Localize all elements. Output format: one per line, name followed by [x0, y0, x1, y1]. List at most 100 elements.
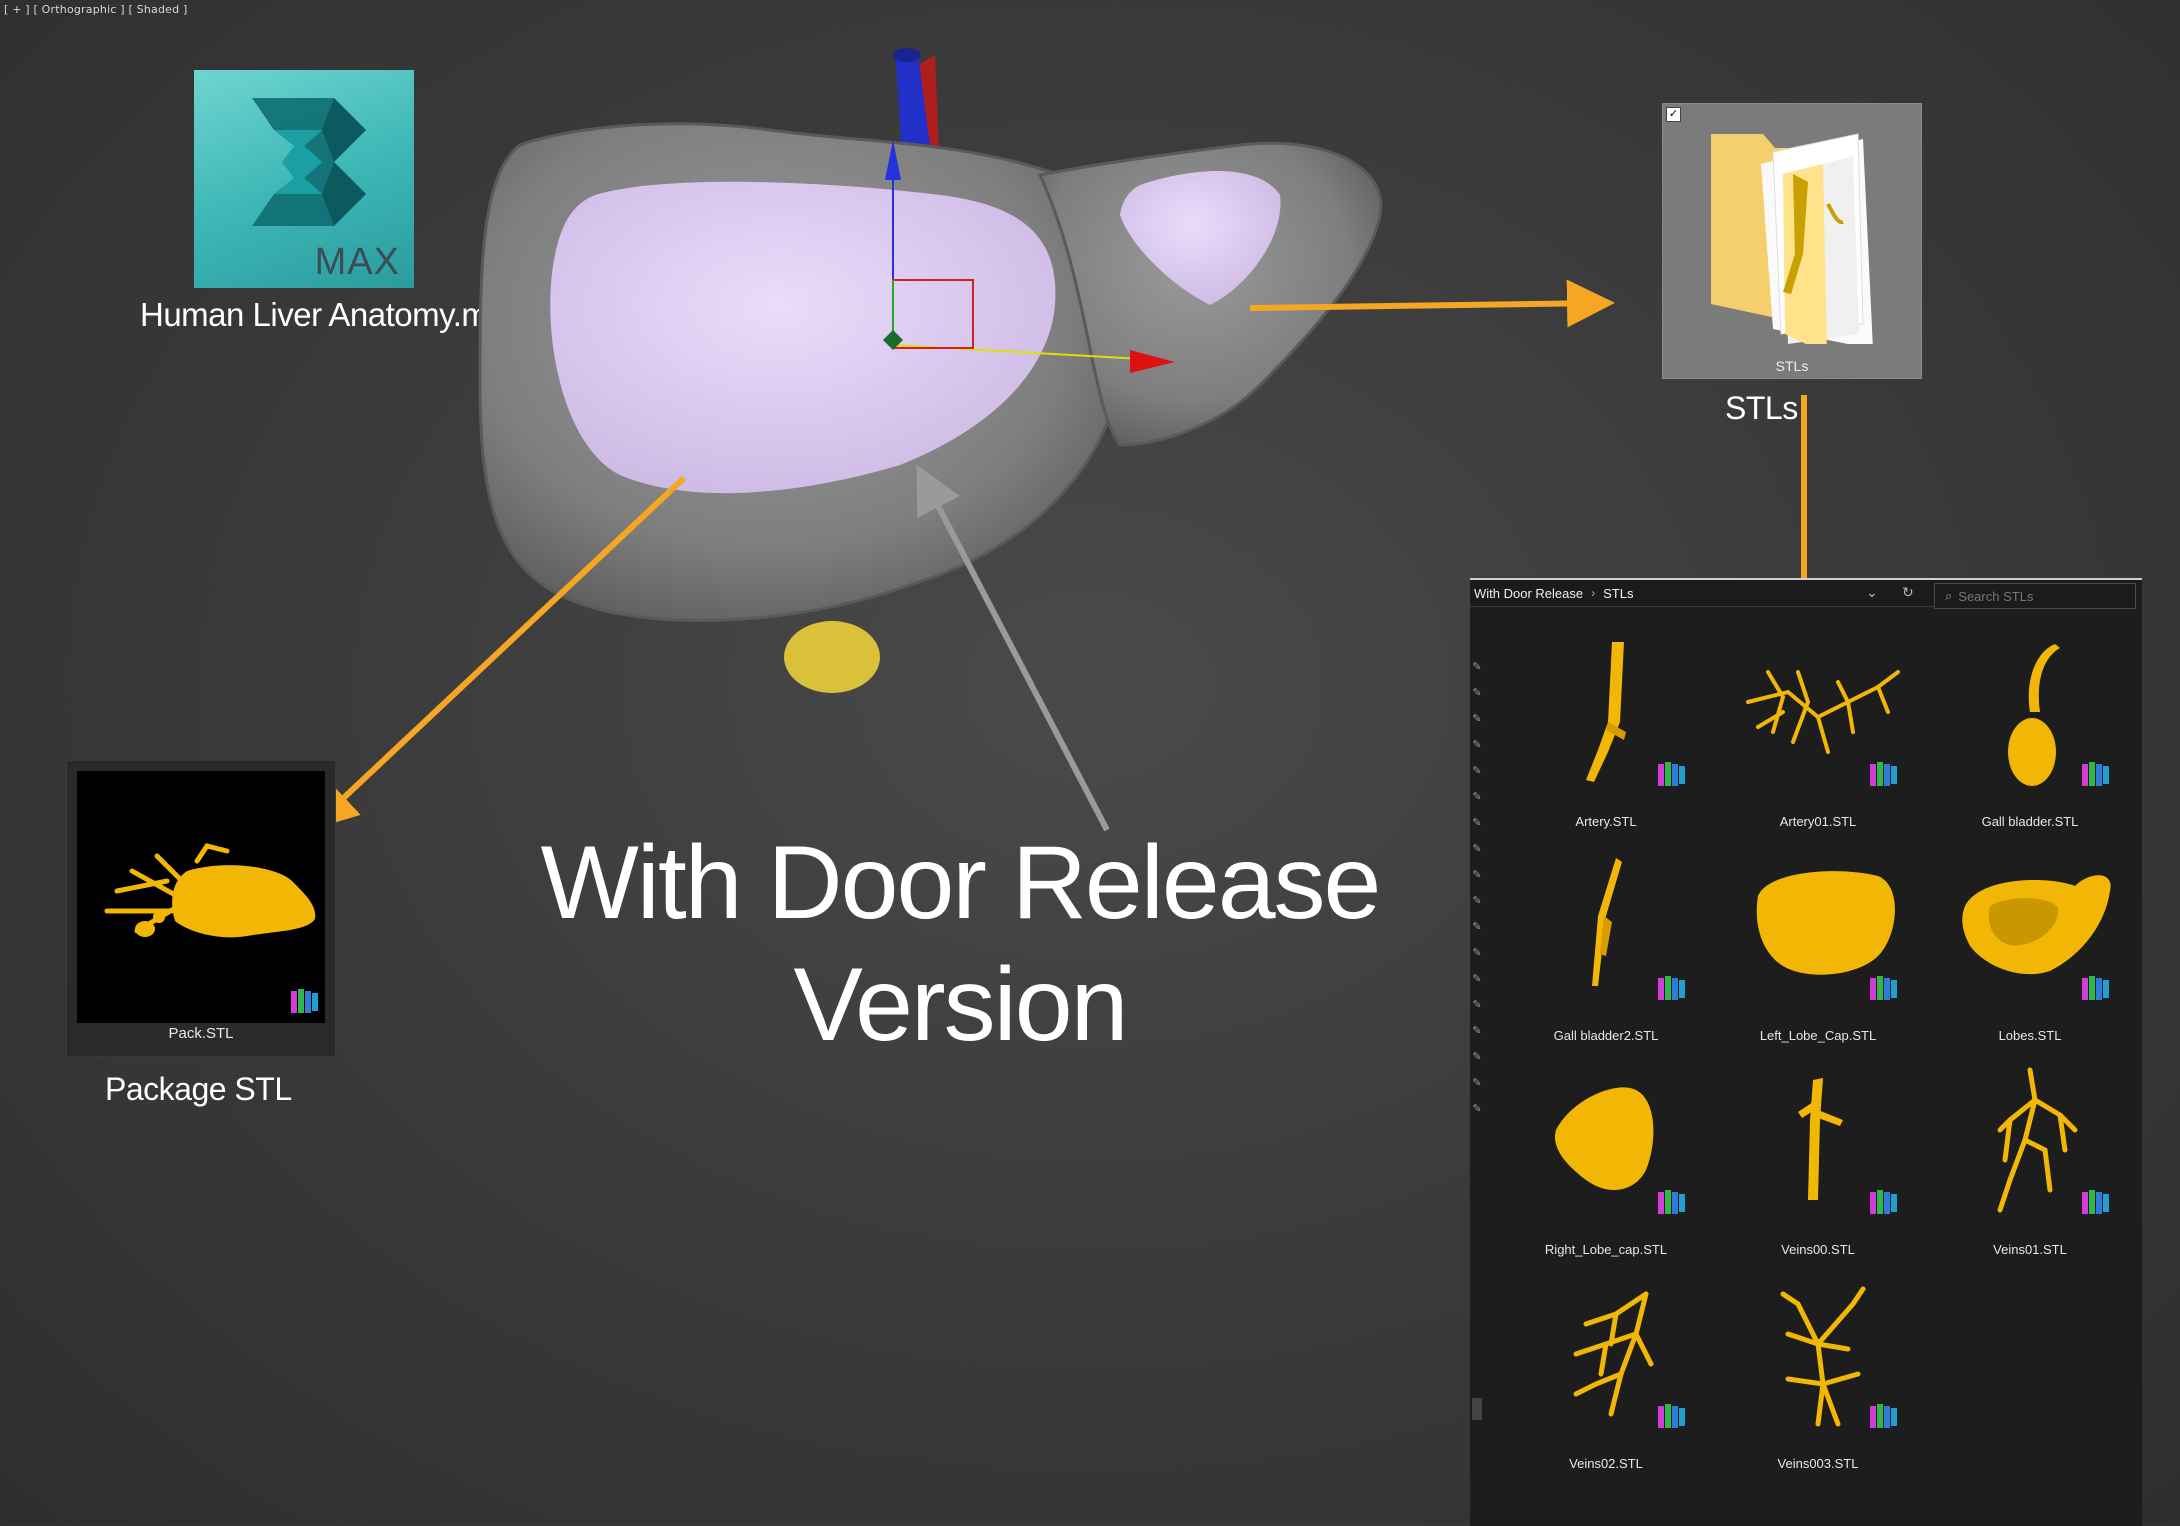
file-name: Right_Lobe_cap.STL [1544, 1242, 1668, 1257]
pin-icon[interactable]: ✎ [1472, 1077, 1482, 1089]
stls-folder-tile[interactable]: ✓ STLs [1662, 103, 1922, 379]
file-name: Veins00.STL [1781, 1242, 1855, 1257]
title-block: With Door Release Version [520, 822, 1400, 1066]
file-name: Artery01.STL [1779, 814, 1857, 829]
3d-viewer-app-icon [1870, 1404, 1897, 1428]
stls-caption: STLs [1725, 390, 1798, 426]
chevron-right-icon: › [1591, 586, 1596, 600]
3d-viewer-app-icon [2082, 1190, 2109, 1214]
pin-icon[interactable]: ✎ [1472, 765, 1482, 777]
file-item[interactable]: Gall bladder.STL [1930, 632, 2130, 842]
pin-icon[interactable]: ✎ [1472, 843, 1482, 855]
right-lobe-cap-icon [1555, 1087, 1654, 1191]
3d-viewer-app-icon [1870, 976, 1897, 1000]
left-lobe-cap-highlight[interactable] [550, 181, 1056, 494]
search-placeholder: Search STLs [1958, 588, 2034, 604]
folder-checkbox[interactable]: ✓ [1666, 107, 1681, 122]
file-item[interactable]: Left_Lobe_Cap.STL [1718, 846, 1918, 1056]
pin-icon[interactable]: ✎ [1472, 895, 1482, 907]
file-name: Veins003.STL [1777, 1456, 1859, 1471]
file-name: Gall bladder2.STL [1553, 1028, 1659, 1043]
quick-access-pins: ✎ ✎ ✎ ✎ ✎ ✎ ✎ ✎ ✎ ✎ ✎ ✎ ✎ ✎ ✎ ✎ ✎ ✎ [1470, 660, 1484, 1128]
gall-bladder-icon [2008, 644, 2060, 786]
scrollbar-thumb[interactable] [1472, 1398, 1482, 1420]
chevron-down-icon[interactable]: ⌄ [1866, 584, 1878, 600]
pin-icon[interactable]: ✎ [1472, 921, 1482, 933]
vein-trunk-icon [1798, 1078, 1843, 1200]
title-line-1: With Door Release [540, 825, 1382, 941]
file-item[interactable]: Veins02.STL [1506, 1274, 1706, 1484]
pack-stl-tile[interactable]: Pack.STL [66, 760, 336, 1057]
search-icon: ⌕ [1945, 588, 1953, 603]
breadcrumb-item-with-door-release[interactable]: With Door Release [1474, 585, 1584, 601]
3d-viewer-app-icon [1870, 762, 1897, 786]
3d-viewer-app-icon [1658, 1190, 1685, 1214]
3d-viewer-app-icon [1870, 1190, 1897, 1214]
pin-icon[interactable]: ✎ [1472, 739, 1482, 751]
3ds-max-file-icon[interactable]: MAX [194, 70, 414, 288]
file-name: Veins02.STL [1569, 1456, 1643, 1471]
arrow-to-stls-folder [1249, 279, 1615, 328]
file-name: Left_Lobe_Cap.STL [1759, 1028, 1877, 1043]
3d-viewer-app-icon [2082, 976, 2109, 1000]
gallbladder-model[interactable] [784, 621, 880, 693]
transform-gizmo[interactable] [883, 140, 1175, 373]
max-logo-text: MAX [314, 241, 400, 283]
artery-branches-icon [1746, 670, 1900, 754]
file-name: Veins01.STL [1993, 1242, 2067, 1257]
file-name: Artery.STL [1575, 814, 1637, 829]
pin-icon[interactable]: ✎ [1472, 947, 1482, 959]
search-input[interactable]: ⌕ Search STLs [1934, 583, 2136, 609]
pin-icon[interactable]: ✎ [1472, 1025, 1482, 1037]
breadcrumb-item-stls[interactable]: STLs [1603, 585, 1634, 601]
pin-icon[interactable]: ✎ [1472, 999, 1482, 1011]
file-item[interactable]: Artery.STL [1506, 632, 1706, 842]
3d-viewer-app-icon [1658, 976, 1685, 1000]
folder-icon [1711, 133, 1873, 354]
pin-icon[interactable]: ✎ [1472, 869, 1482, 881]
file-item[interactable]: Artery01.STL [1718, 632, 1918, 842]
pin-icon[interactable]: ✎ [1472, 713, 1482, 725]
file-explorer-window: With Door Release › STLs ⌄ ↻ ⌕ Search ST… [1470, 578, 2142, 1526]
file-item[interactable]: Gall bladder2.STL [1506, 846, 1706, 1056]
title-line-2: Version [793, 947, 1129, 1063]
3d-viewer-app-icon [291, 989, 318, 1013]
pin-icon[interactable]: ✎ [1472, 1103, 1482, 1115]
arrow-to-package [309, 475, 687, 831]
pin-icon[interactable]: ✎ [1472, 687, 1482, 699]
lobes-icon [1962, 875, 2111, 975]
pin-icon[interactable]: ✎ [1472, 817, 1482, 829]
right-lobe-cap-highlight[interactable] [1120, 171, 1281, 305]
breadcrumb: With Door Release › STLs ⌄ ↻ [1470, 580, 1940, 607]
pin-icon[interactable]: ✎ [1472, 973, 1482, 985]
vein-tree-icon [1997, 1067, 2078, 1213]
vein-branches-icon [1780, 1286, 1866, 1427]
refresh-icon[interactable]: ↻ [1902, 584, 1914, 600]
liver-model-viewport[interactable] [440, 25, 1400, 705]
viewport-label[interactable]: [ + ] [ Orthographic ] [ Shaded ] [4, 3, 188, 16]
3d-viewer-app-icon [1658, 1404, 1685, 1428]
3d-viewer-app-icon [2082, 762, 2109, 786]
left-lobe-cap-icon [1756, 871, 1895, 975]
pin-icon[interactable]: ✎ [1472, 661, 1482, 673]
max-logo-icon [252, 98, 366, 226]
package-caption: Package STL [105, 1071, 292, 1107]
max-file-caption: Human Liver Anatomy.max [140, 296, 523, 333]
pack-model-thumbnail [104, 843, 316, 938]
file-item[interactable]: Right_Lobe_cap.STL [1506, 1060, 1706, 1270]
pack-tile-label: Pack.STL [168, 1025, 234, 1042]
folder-tile-label: STLs [1775, 358, 1809, 374]
arrow-to-door [916, 464, 1110, 832]
file-item[interactable]: Lobes.STL [1930, 846, 2130, 1056]
file-name: Gall bladder.STL [1981, 814, 2079, 829]
pin-icon[interactable]: ✎ [1472, 791, 1482, 803]
3d-viewer-app-icon [1658, 762, 1685, 786]
gall-duct-icon [1592, 858, 1622, 986]
file-item[interactable]: Veins00.STL [1718, 1060, 1918, 1270]
vein-network-icon [1573, 1291, 1654, 1417]
file-item[interactable]: Veins003.STL [1718, 1274, 1918, 1484]
file-item[interactable]: Veins01.STL [1930, 1060, 2130, 1270]
pin-icon[interactable]: ✎ [1472, 1051, 1482, 1063]
file-name: Lobes.STL [1998, 1028, 2062, 1043]
artery-model-icon [1586, 642, 1626, 782]
